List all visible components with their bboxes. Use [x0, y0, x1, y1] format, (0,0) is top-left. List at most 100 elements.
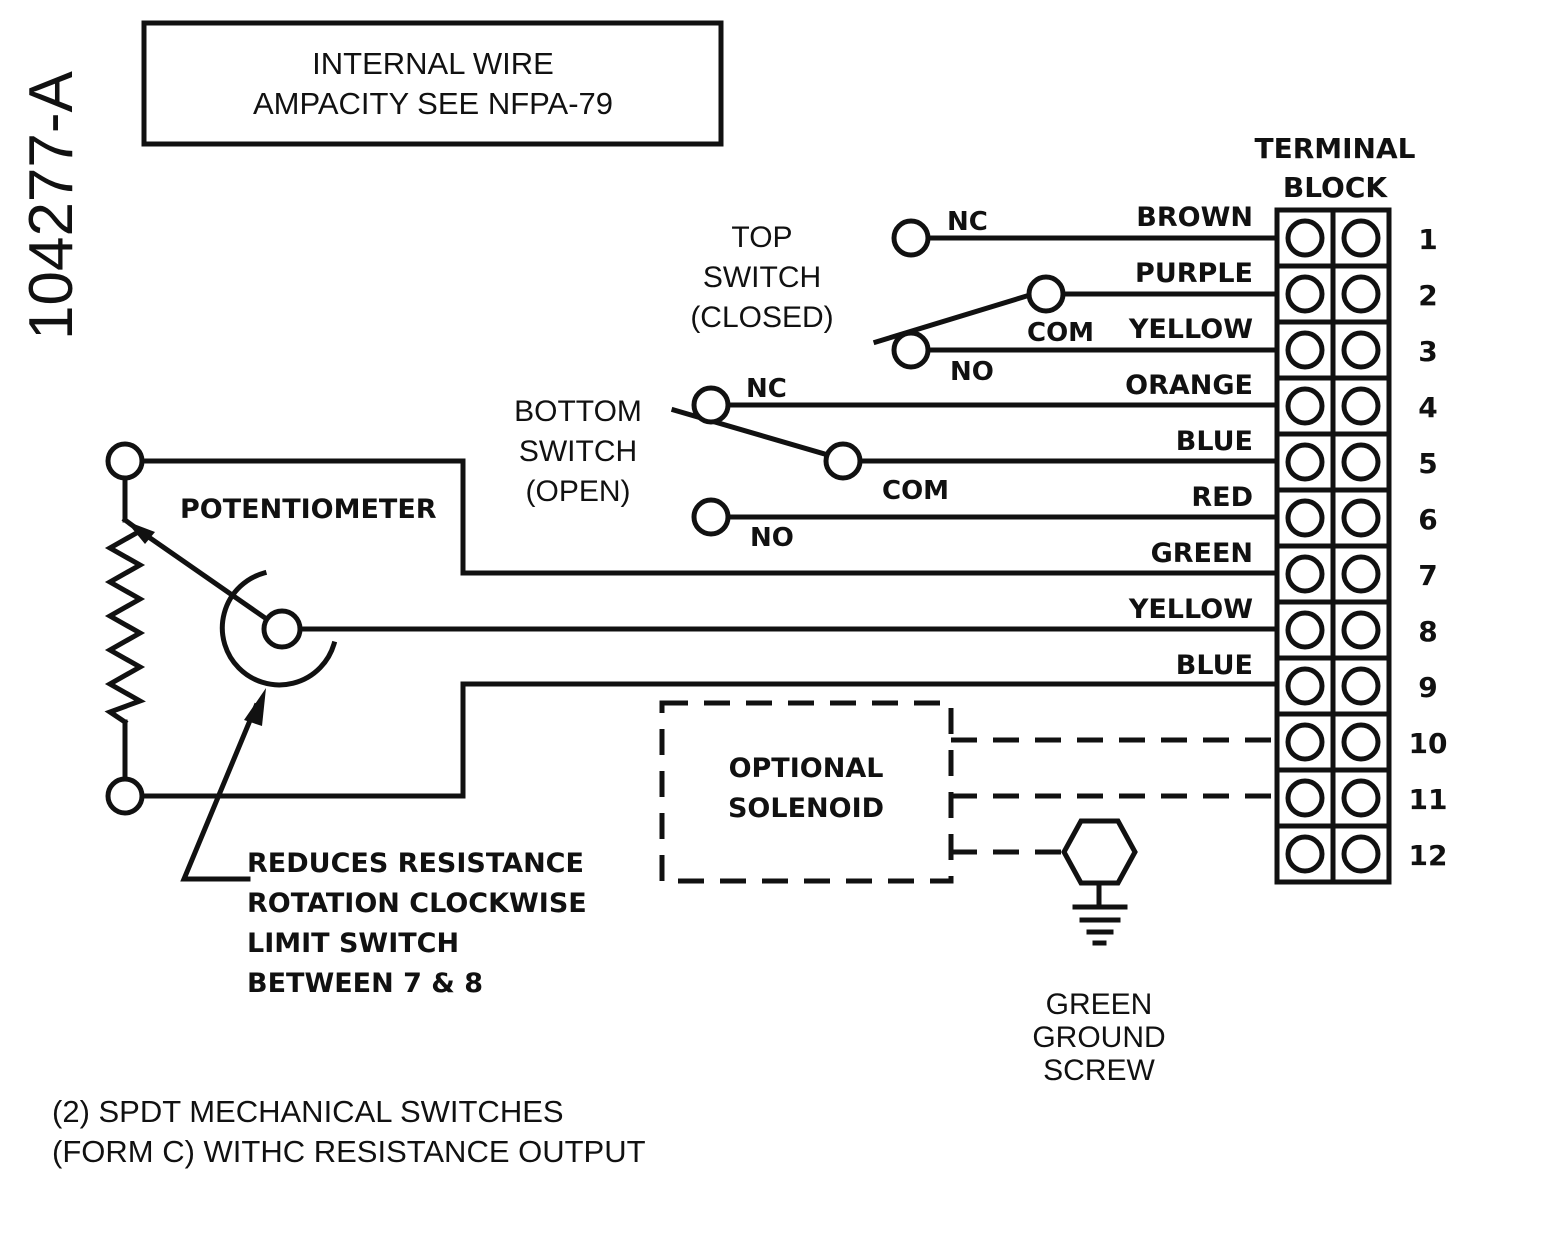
terminal-screw-right-5: [1341, 442, 1381, 482]
rotation-note-line3: LIMIT SWITCH: [247, 928, 459, 959]
top-switch-label-2: SWITCH: [703, 261, 821, 294]
ground-label-1: GREEN: [1046, 988, 1153, 1021]
wire-color-label-6: RED: [1191, 482, 1253, 513]
terminal-screw-left-11: [1285, 778, 1325, 818]
bottom-switch-no-label: NO: [750, 523, 794, 553]
wire-color-label-9: BLUE: [1176, 650, 1253, 681]
terminal-screw-left-9: [1285, 666, 1325, 706]
bottom-switch-label-2: SWITCH: [519, 435, 637, 468]
potentiometer-label: POTENTIOMETER: [180, 494, 437, 525]
terminal-screw-right-6: [1341, 498, 1381, 538]
terminal-screw-right-3: [1341, 330, 1381, 370]
top-switch-label-1: TOP: [731, 221, 792, 254]
terminal-screw-right-10: [1341, 722, 1381, 762]
rotation-note: REDUCES RESISTANCE ROTATION CLOCKWISE LI…: [247, 848, 587, 999]
terminal-number-2: 2: [1418, 279, 1437, 312]
resistor-icon: [104, 516, 146, 726]
terminal-screw-right-7: [1341, 554, 1381, 594]
bottom-switch-nc-label: NC: [746, 374, 787, 404]
drawing-number: 104277-A: [17, 70, 86, 340]
terminal-screw-right-1: [1341, 218, 1381, 258]
ground-label-3: SCREW: [1043, 1054, 1155, 1087]
terminal-screw-left-6: [1285, 498, 1325, 538]
top-switch-no-terminal: [891, 330, 931, 370]
rotation-note-line4: BETWEEN 7 & 8: [247, 968, 483, 999]
potentiometer-wiper-terminal: [261, 608, 303, 650]
bottom-switch-label-1: BOTTOM: [514, 395, 642, 428]
wire-color-label-3: YELLOW: [1128, 314, 1253, 345]
terminal-block-title-2: BLOCK: [1283, 171, 1389, 204]
top-switch-nc-terminal: [891, 218, 931, 258]
top-switch-com-terminal: [1026, 274, 1066, 314]
terminal-screw-right-11: [1341, 778, 1381, 818]
rotation-note-line1: REDUCES RESISTANCE: [247, 848, 584, 879]
bottom-switch-nc-terminal: [691, 385, 731, 425]
optional-solenoid: OPTIONAL SOLENOID: [659, 700, 1277, 884]
top-switch-label-3: (CLOSED): [690, 301, 833, 334]
wire-color-label-4: ORANGE: [1125, 370, 1253, 401]
terminal-screw-left-7: [1285, 554, 1325, 594]
terminal-screw-left-12: [1285, 834, 1325, 874]
wire-labels: BROWN PURPLE YELLOW ORANGE BLUE RED GREEN YELLO…: [1125, 202, 1253, 681]
potentiometer: POTENTIOMETER: [104, 441, 1280, 882]
solenoid-label-2: SOLENOID: [728, 793, 884, 824]
terminal-screw-right-12: [1341, 834, 1381, 874]
wire-color-label-7: GREEN: [1151, 538, 1253, 569]
rotation-note-line2: ROTATION CLOCKWISE: [247, 888, 587, 919]
terminal-number-5: 5: [1418, 447, 1437, 480]
terminal-number-12: 12: [1409, 839, 1448, 872]
terminal-screw-left-5: [1285, 442, 1325, 482]
terminal-screw-left-8: [1285, 610, 1325, 650]
footer-line2: (FORM C) WITHC RESISTANCE OUTPUT: [52, 1134, 646, 1169]
top-switch-no-label: NO: [950, 357, 994, 387]
wiper-arrowhead-icon: [126, 521, 155, 544]
top-switch-nc-label: NC: [947, 207, 988, 237]
ground-screw-hexagon-icon: [1061, 818, 1138, 886]
ground-label-2: GROUND: [1032, 1021, 1165, 1054]
ground-symbol-icon: [1072, 904, 1128, 946]
rotation-pointer-arrowhead-icon: [244, 688, 266, 726]
terminal-number-3: 3: [1418, 335, 1437, 368]
solenoid-label-1: OPTIONAL: [729, 753, 884, 784]
note-box: INTERNAL WIRE AMPACITY SEE NFPA-79: [141, 20, 724, 147]
terminal-block: [1274, 207, 1392, 885]
bottom-switch-no-terminal: [691, 497, 731, 537]
bottom-switch: BOTTOM SWITCH (OPEN) NC COM NO: [514, 374, 1280, 553]
terminal-number-7: 7: [1418, 559, 1437, 592]
terminal-screw-left-4: [1285, 386, 1325, 426]
bottom-switch-com-terminal: [823, 441, 863, 481]
wire-color-label-1: BROWN: [1136, 202, 1253, 233]
terminal-number-11: 11: [1409, 783, 1448, 816]
terminal-number-9: 9: [1418, 671, 1437, 704]
bottom-switch-label-3: (OPEN): [526, 475, 631, 508]
terminal-block-title-1: TERMINAL: [1254, 132, 1415, 165]
potentiometer-top-terminal: [105, 441, 145, 481]
bottom-switch-com-label: COM: [882, 476, 949, 506]
ground-screw: GREEN GROUND SCREW: [1032, 818, 1166, 1087]
terminal-number-4: 4: [1418, 391, 1437, 424]
terminal-screw-right-2: [1341, 274, 1381, 314]
terminal-number-8: 8: [1418, 615, 1437, 648]
terminal-screw-left-3: [1285, 330, 1325, 370]
wire-color-label-5: BLUE: [1176, 426, 1253, 457]
wire-color-label-8: YELLOW: [1128, 594, 1253, 625]
note-box-line1: INTERNAL WIRE: [312, 46, 554, 81]
note-box-line2: AMPACITY SEE NFPA-79: [253, 86, 613, 121]
potentiometer-bottom-terminal: [105, 776, 145, 816]
terminal-screw-left-1: [1285, 218, 1325, 258]
terminal-screw-right-4: [1341, 386, 1381, 426]
terminal-screw-left-10: [1285, 722, 1325, 762]
top-switch: TOP SWITCH (CLOSED) NC COM NO: [690, 207, 1280, 387]
terminal-screw-right-8: [1341, 610, 1381, 650]
rotation-arc-icon: [219, 569, 338, 688]
terminal-number-1: 1: [1418, 223, 1437, 256]
terminal-number-6: 6: [1418, 503, 1437, 536]
top-switch-com-label: COM: [1027, 318, 1094, 348]
wire-color-label-2: PURPLE: [1135, 258, 1253, 289]
footer-line1: (2) SPDT MECHANICAL SWITCHES: [52, 1094, 564, 1129]
terminal-screw-left-2: [1285, 274, 1325, 314]
terminal-number-10: 10: [1409, 727, 1448, 760]
terminal-screw-right-9: [1341, 666, 1381, 706]
